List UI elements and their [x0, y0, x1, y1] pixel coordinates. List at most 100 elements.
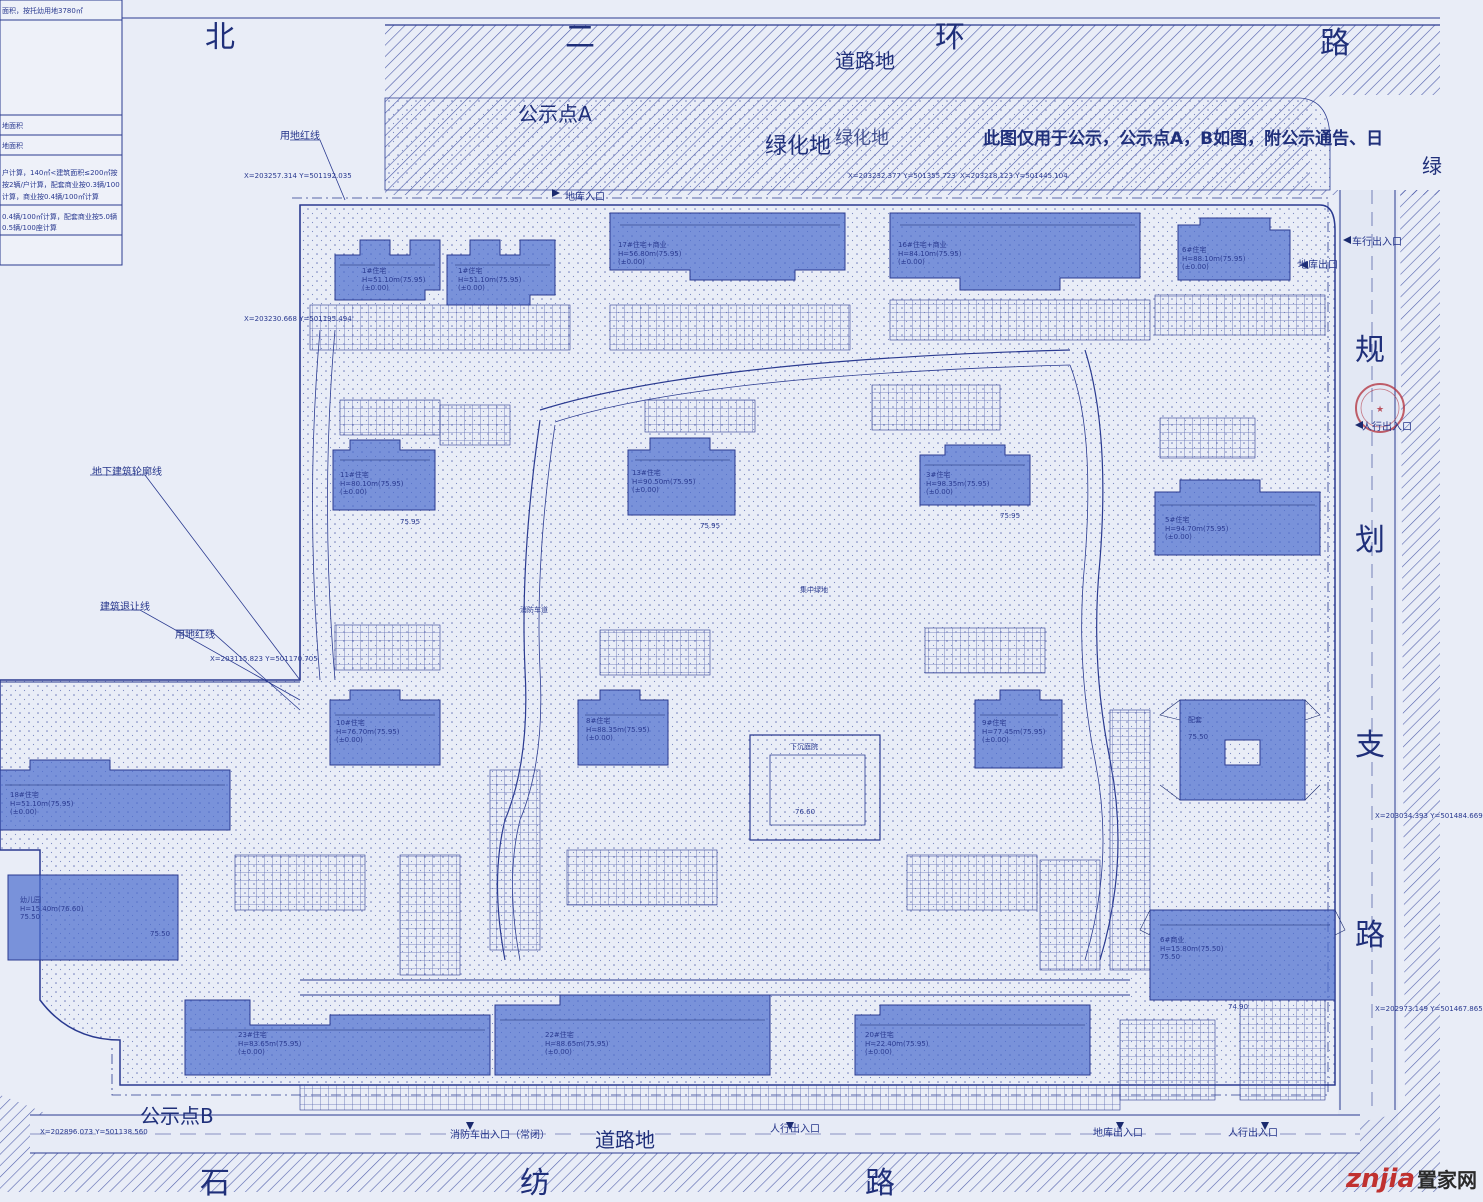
coord-5: X=203115.823 Y=501170.705: [210, 655, 318, 663]
road-east-char-4: 路: [1355, 918, 1387, 953]
south-road-band: [0, 1095, 1440, 1192]
building-elev: 75.50: [1188, 733, 1209, 741]
building-elev: (±0.00): [1182, 263, 1209, 271]
pedestrian-gate-east[interactable]: 人行出入口: [1362, 422, 1412, 433]
building-elev: (±0.00): [618, 258, 645, 266]
building-height: H=80.10m(75.95): [340, 480, 404, 488]
road-north-char-1: 北: [205, 20, 237, 55]
building-elev: (±0.00): [458, 284, 485, 292]
garage-gate-south[interactable]: 地库出入口: [1093, 1128, 1143, 1139]
building-b6: [332, 439, 436, 511]
building-elev: (±0.00): [898, 258, 925, 266]
vehicle-gate-east[interactable]: 车行出入口: [1352, 237, 1402, 248]
coord-1: X=203257.314 Y=501192.035: [244, 172, 352, 180]
building-elev: (±0.00): [632, 486, 659, 494]
site-plan: ★: [0, 0, 1440, 1192]
pedestrian-gate-south[interactable]: 人行出入口: [770, 1124, 820, 1135]
building-elev: 75.50: [20, 913, 41, 921]
building-b19: [1149, 909, 1336, 1001]
coord-3: X=203218.123 Y=501445.104: [960, 172, 1068, 180]
building-name: 幼儿园: [20, 896, 41, 904]
building-b17: [494, 994, 771, 1076]
legend-line-2: 地面积: [2, 122, 23, 130]
road-south-char-2: 纺: [520, 1166, 552, 1201]
building-height: H=15.80m(75.50): [1160, 945, 1224, 953]
building-height: H=83.65m(75.95): [238, 1040, 302, 1048]
building-elev: (±0.00): [982, 736, 1009, 744]
building-name: 11#住宅: [340, 471, 369, 479]
notice-point-b: 公示点B: [140, 1104, 214, 1128]
building-b11: [577, 689, 669, 766]
building-b14: [7, 874, 179, 961]
building-name: 13#住宅: [632, 469, 661, 477]
legend-line-5: 按2辆/户计算，配套商业按0.3辆/100: [2, 181, 120, 189]
road-north-char-4: 路: [1320, 26, 1352, 61]
building-b9: [1154, 479, 1321, 556]
building-elev: (±0.00): [238, 1048, 265, 1056]
central-green-label: 集中绿地: [800, 586, 828, 594]
east-road-band: [1338, 190, 1440, 1190]
garage-exit-northeast[interactable]: 地库出口: [1298, 260, 1338, 271]
building-b1: [334, 239, 441, 301]
building-b3: [609, 212, 846, 281]
building-b18: [854, 1004, 1091, 1076]
building-name: 1#住宅: [458, 267, 483, 275]
building-elev: (±0.00): [586, 734, 613, 742]
green-land-alt: 绿化地: [835, 128, 889, 149]
fire-gate-south[interactable]: 消防车出入口（常闭）: [450, 1130, 550, 1141]
legend-line-3: 地面积: [2, 142, 23, 150]
building-height: H=15.40m(76.60): [20, 905, 84, 913]
building-name: 20#住宅: [865, 1031, 894, 1039]
building-height: H=76.70m(75.95): [336, 728, 400, 736]
north-green-strip: [384, 97, 1331, 191]
building-footprints: [0, 212, 1336, 1076]
building-b5: [1177, 217, 1291, 281]
red-line-label-2: 用地红线: [175, 630, 215, 641]
building-height: H=94.70m(75.95): [1165, 525, 1229, 533]
watermark-brand: znjia: [1345, 1164, 1415, 1194]
watermark-cn: 置家网: [1417, 1168, 1477, 1192]
coord-8: X=202896.073 Y=501138.560: [40, 1128, 148, 1136]
building-name: 10#住宅: [336, 719, 365, 727]
road-north-char-2: 二: [565, 20, 597, 55]
building-elev: (±0.00): [362, 284, 389, 292]
road-north-char-3: 环: [935, 20, 967, 55]
building-b4: [889, 212, 1141, 291]
notice-text: 此图仅用于公示，公示点A，B如图，附公示通告、日: [983, 129, 1384, 149]
legend-line-8: 0.5辆/100座计算: [2, 224, 57, 232]
sunken-plaza-box: [749, 734, 881, 841]
building-name: 6#商业: [1160, 936, 1185, 944]
elev-spot-1: 75.95: [400, 518, 421, 526]
road-south-char-1: 石: [200, 1166, 232, 1201]
legend-line-4: 户计算，140㎡<建筑面积≤200㎡按: [2, 169, 118, 177]
garage-entrance-north[interactable]: 地库入口: [565, 192, 605, 203]
building-b2: [446, 239, 556, 306]
fire-lane-label: 消防车道: [520, 606, 548, 614]
pedestrian-gate-southeast[interactable]: 人行出入口: [1228, 1128, 1278, 1139]
coord-6: X=203034.393 Y=501484.669: [1375, 812, 1483, 820]
elev-spot-2: 75.95: [700, 522, 721, 530]
building-name: 5#住宅: [1165, 516, 1190, 524]
sunken-plaza-label: 下沉庭院: [790, 743, 818, 751]
green-land-edge: 绿: [1422, 154, 1442, 178]
building-elev: (±0.00): [340, 488, 367, 496]
parking-grids: [234, 294, 1326, 1111]
coord-7: X=202973.149 Y=501467.865: [1375, 1005, 1483, 1013]
svg-text:★: ★: [1376, 405, 1384, 415]
coord-4: X=203230.668 Y=501195.494: [244, 315, 352, 323]
notice-point-a: 公示点A: [518, 102, 592, 126]
approval-seal: ★: [1355, 383, 1405, 433]
